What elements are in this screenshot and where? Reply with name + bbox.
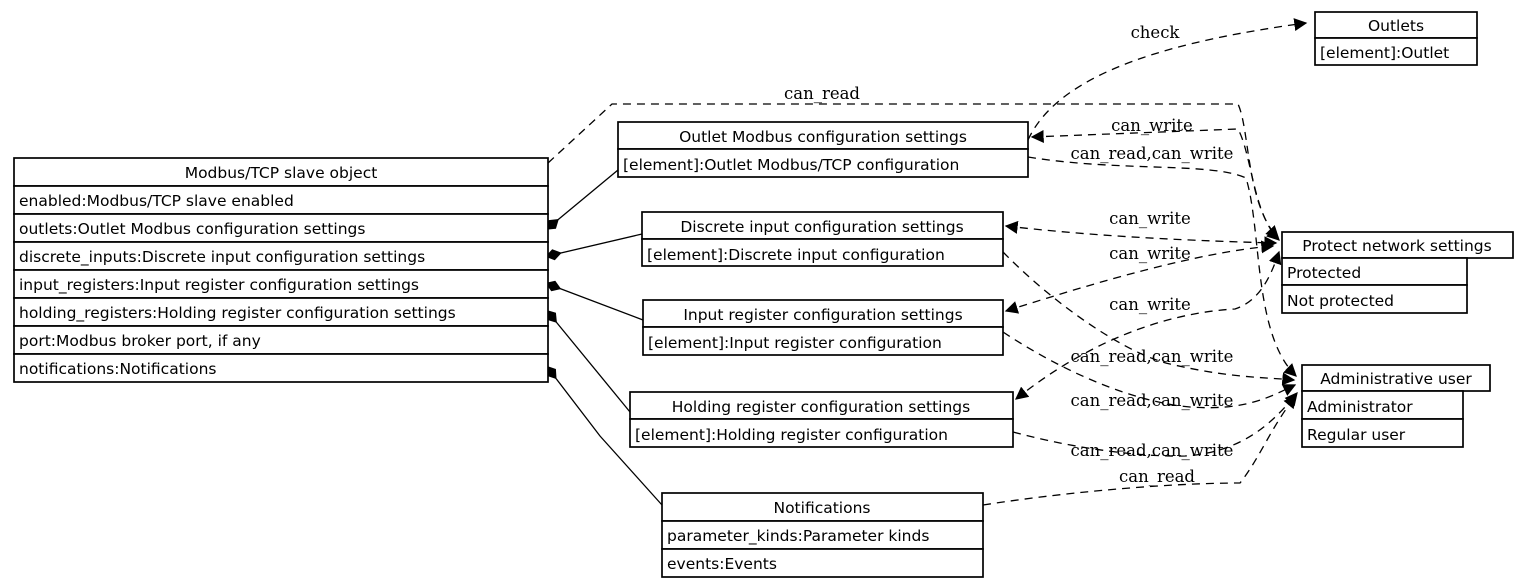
node-row: enabled:Modbus/TCP slave enabled: [19, 192, 294, 210]
edge-slave-inputregisters-field: [545, 280, 644, 321]
node-notifications: Notifications parameter_kinds:Parameter …: [661, 492, 984, 578]
edge-discrete-canwrite-protect: [1004, 220, 1278, 250]
node-input-register-config: Input register configuration settings [e…: [642, 299, 1004, 356]
node-row: [element]:Outlet Modbus/TCP configuratio…: [623, 156, 959, 174]
node-row: Administrator: [1307, 398, 1413, 416]
edge-slave-holdingregisters-field: [546, 309, 631, 413]
node-row: [element]:Input register configuration: [648, 334, 942, 352]
edge-label-can-read-bot: can_read: [1119, 467, 1195, 486]
node-row: holding_registers:Holding register confi…: [19, 304, 456, 323]
edge-label-crw-3: can_read,can_write: [1071, 391, 1234, 410]
edge-label-crw-2: can_read,can_write: [1071, 347, 1234, 366]
edge-holdingreg-canreadwrite-admin: [1012, 391, 1298, 457]
node-holding-register-config: Holding register configuration settings …: [629, 391, 1014, 448]
node-title: Discrete input configuration settings: [680, 218, 963, 236]
edge-label-can-write-4: can_write: [1109, 295, 1191, 314]
node-row: Protected: [1287, 264, 1361, 282]
edge-label-can-write-3: can_write: [1109, 244, 1191, 263]
node-row: input_registers:Input register configura…: [19, 276, 419, 295]
node-outlet-modbus-config: Outlet Modbus configuration settings [el…: [617, 121, 1029, 178]
node-title: Holding register configuration settings: [672, 398, 970, 416]
edge-label-can-read-top: can_read: [784, 84, 860, 103]
node-row: outlets:Outlet Modbus configuration sett…: [19, 220, 365, 238]
node-row: [element]:Discrete input configuration: [647, 246, 945, 264]
edge-holdingreg-canwrite-protect: [1014, 250, 1282, 400]
edge-label-check: check: [1131, 23, 1181, 42]
node-row: Not protected: [1287, 292, 1394, 310]
node-row: Regular user: [1307, 426, 1406, 444]
node-title: Outlet Modbus configuration settings: [679, 128, 967, 146]
node-row: [element]:Holding register configuration: [635, 426, 948, 444]
node-protect-network-settings: Protect network settings Protected Not p…: [1281, 231, 1514, 314]
edge-slave-outlets-field: [545, 169, 619, 230]
node-title: Input register configuration settings: [683, 306, 962, 324]
composition-edge-group: [545, 169, 663, 506]
node-title: Outlets: [1368, 17, 1424, 35]
edge-notifications-canread-admin: [982, 394, 1297, 506]
node-modbus-slave-object: Modbus/TCP slave object enabled:Modbus/T…: [13, 157, 549, 383]
node-row: parameter_kinds:Parameter kinds: [667, 527, 929, 546]
edge-label-can-write-1: can_write: [1111, 116, 1193, 135]
edge-label-can-write-2: can_write: [1109, 209, 1191, 228]
node-row: discrete_inputs:Discrete input configura…: [19, 248, 425, 267]
node-title: Modbus/TCP slave object: [185, 164, 378, 182]
edge-outletmodbus-check-outlets: [1027, 18, 1308, 141]
node-title: Administrative user: [1320, 370, 1472, 388]
edge-label-crw-4: can_read,can_write: [1071, 441, 1234, 460]
node-row: port:Modbus broker port, if any: [19, 332, 261, 350]
edge-label-crw-1: can_read,can_write: [1071, 144, 1234, 163]
node-outlets: Outlets [element]:Outlet: [1314, 11, 1478, 66]
node-title: Protect network settings: [1302, 237, 1491, 255]
node-row: [element]:Outlet: [1320, 44, 1449, 62]
edge-slave-discreteinputs-field: [545, 233, 643, 261]
node-title: Notifications: [773, 499, 870, 517]
node-row: notifications:Notifications: [19, 360, 216, 378]
edge-group: [547, 18, 1308, 506]
node-administrative-user: Administrative user Administrator Regula…: [1301, 364, 1491, 448]
node-row: events:Events: [667, 555, 777, 573]
node-discrete-input-config: Discrete input configuration settings [e…: [641, 211, 1004, 267]
edge-slave-notifications-field: [546, 365, 663, 506]
edge-label-group: can_read can_write can_read,can_write ch…: [784, 23, 1233, 486]
